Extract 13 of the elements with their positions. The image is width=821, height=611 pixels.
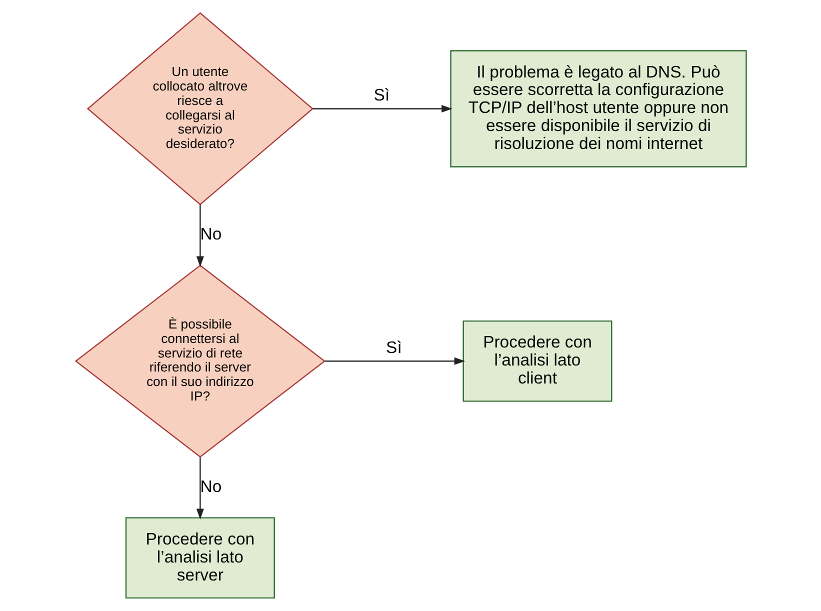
node-box: Procedere con l’analisi lato server bbox=[124, 517, 274, 599]
node-diamond: È possibile connettersi al servizio di rete riferendo il server con il suo indirizzo IP? bbox=[74, 264, 326, 458]
edge-label: Sì bbox=[386, 338, 402, 357]
edge-label: Sì bbox=[373, 86, 390, 105]
node-diamond: Un utente collocato altrove riesce a collegarsi al servizio desiderato? bbox=[86, 12, 314, 206]
edge-label: No bbox=[200, 224, 222, 244]
edge-label: No bbox=[200, 476, 222, 496]
arrow bbox=[196, 457, 204, 520]
node-box: Il problema è legato al DNS. Può essere scorretta la configurazione TCP/IP dell’host utente oppure non essere disponibile il servizio di risoluzione dei nomi internet bbox=[450, 50, 746, 168]
node-box: Procedere con l’analisi lato client bbox=[462, 320, 612, 402]
arrow bbox=[324, 357, 465, 365]
arrow bbox=[196, 204, 204, 268]
arrow bbox=[312, 104, 452, 112]
